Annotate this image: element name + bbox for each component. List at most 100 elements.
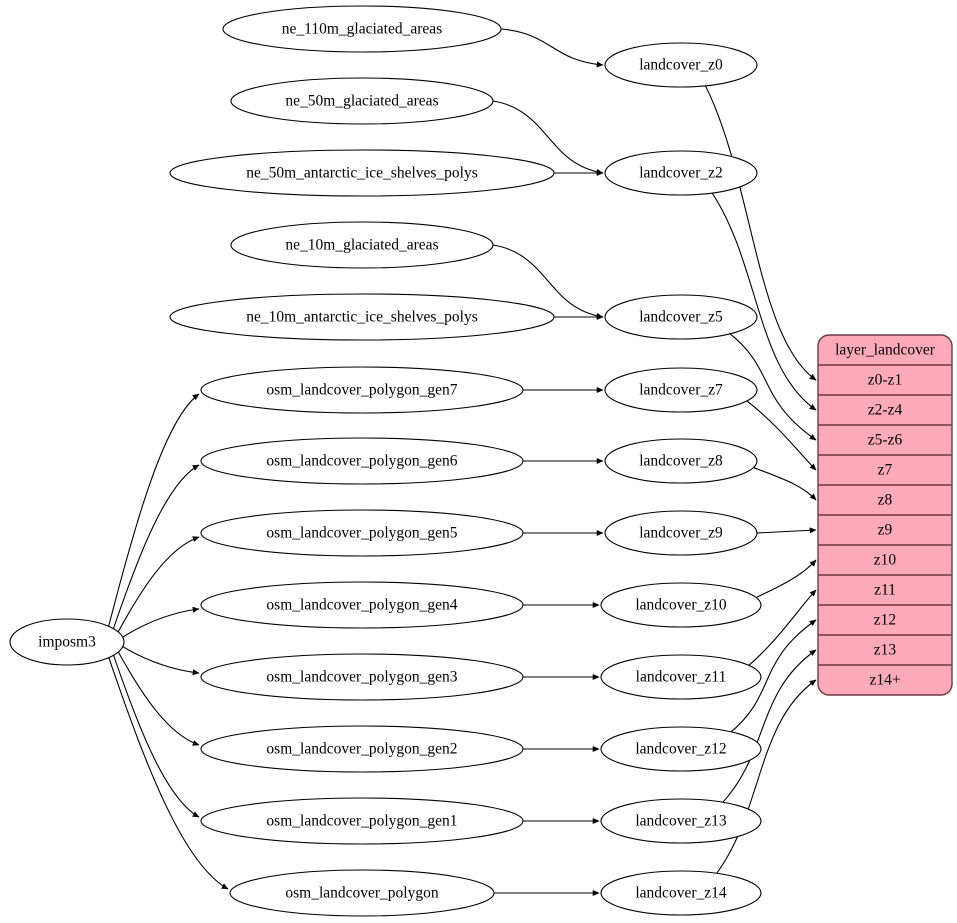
node-osm_landcover_polygon_gen1[interactable]: osm_landcover_polygon_gen1 (200, 797, 524, 845)
node-landcover_z9-label: landcover_z9 (639, 525, 723, 542)
layer-table-row-label: z2-z4 (868, 402, 903, 419)
node-landcover_z5-label: landcover_z5 (639, 309, 723, 326)
node-ne_10m_antarctic_ice_shelves_polys[interactable]: ne_10m_antarctic_ice_shelves_polys (169, 293, 555, 341)
edge-imposm3-to-osm_landcover_polygon_gen5 (116, 536, 200, 635)
node-landcover_z11-label: landcover_z11 (636, 669, 727, 686)
node-osm_landcover_polygon-label: osm_landcover_polygon (285, 885, 439, 902)
node-landcover_z14-label: landcover_z14 (635, 885, 726, 902)
edge-imposm3-to-osm_landcover_polygon_gen2 (116, 648, 200, 746)
node-osm_landcover_polygon_gen7-label: osm_landcover_polygon_gen7 (266, 382, 457, 399)
node-osm_landcover_polygon[interactable]: osm_landcover_polygon (229, 869, 495, 917)
edge-imposm3-to-osm_landcover_polygon_gen3 (118, 643, 200, 676)
node-landcover_z7-label: landcover_z7 (639, 382, 723, 399)
node-osm_landcover_polygon_gen3-label: osm_landcover_polygon_gen3 (266, 669, 457, 686)
layer-table-row-label: z7 (878, 462, 893, 479)
node-landcover_z8[interactable]: landcover_z8 (604, 438, 758, 484)
node-landcover_z13-shape (600, 798, 762, 844)
node-landcover_z5[interactable]: landcover_z5 (604, 294, 758, 340)
edge-imposm3-to-osm_landcover_polygon_gen7 (107, 393, 200, 629)
node-landcover_z2-label: landcover_z2 (639, 165, 723, 182)
edge-ne_10m_glaciated_areas-to-landcover_z5 (492, 244, 604, 319)
node-osm_landcover_polygon_gen4-shape (200, 581, 524, 629)
layer-table-row-label: z0-z1 (868, 372, 902, 389)
node-osm_landcover_polygon-shape (229, 869, 495, 917)
node-landcover_z0[interactable]: landcover_z0 (604, 42, 758, 88)
node-ne_110m_glaciated_areas[interactable]: ne_110m_glaciated_areas (222, 5, 502, 53)
edge-landcover_z11-to-layer_landcover.z11 (745, 589, 817, 669)
node-landcover_z0-shape (604, 42, 758, 88)
node-landcover_z0-label: landcover_z0 (639, 57, 723, 74)
node-osm_landcover_polygon_gen3-shape (200, 653, 524, 701)
edge-ne_50m_glaciated_areas-to-landcover_z2 (492, 100, 604, 175)
node-imposm3[interactable]: imposm3 (9, 618, 125, 666)
node-ne_10m_glaciated_areas-label: ne_10m_glaciated_areas (285, 237, 438, 254)
node-landcover_z14[interactable]: landcover_z14 (600, 870, 762, 916)
node-osm_landcover_polygon_gen6-label: osm_landcover_polygon_gen6 (266, 453, 457, 470)
layer-table-row-label: z13 (874, 642, 897, 659)
node-osm_landcover_polygon_gen2-label: osm_landcover_polygon_gen2 (266, 741, 457, 758)
node-landcover_z13[interactable]: landcover_z13 (600, 798, 762, 844)
node-landcover_z7[interactable]: landcover_z7 (604, 367, 758, 413)
layer-table-row-label: z11 (874, 582, 896, 599)
node-ne_50m_antarctic_ice_shelves_polys[interactable]: ne_50m_antarctic_ice_shelves_polys (169, 149, 555, 197)
edge-landcover_z5-to-layer_landcover.z5-z6 (727, 331, 817, 441)
node-ne_110m_glaciated_areas-label: ne_110m_glaciated_areas (282, 21, 442, 38)
edge-landcover_z12-to-layer_landcover.z12 (728, 619, 817, 735)
layer-table-row-label: z9 (878, 522, 893, 539)
node-landcover_z5-shape (604, 294, 758, 340)
node-osm_landcover_polygon_gen2-shape (200, 725, 524, 773)
node-ne_110m_glaciated_areas-shape (222, 5, 502, 53)
node-osm_landcover_polygon_gen1-label: osm_landcover_polygon_gen1 (266, 813, 457, 830)
node-ne_50m_glaciated_areas-label: ne_50m_glaciated_areas (285, 93, 438, 110)
node-osm_landcover_polygon_gen6[interactable]: osm_landcover_polygon_gen6 (200, 437, 524, 485)
node-landcover_z10-shape (600, 582, 762, 628)
edge-landcover_z10-to-layer_landcover.z10 (750, 559, 817, 601)
node-landcover_z12-shape (600, 726, 762, 772)
node-osm_landcover_polygon_gen6-shape (200, 437, 524, 485)
node-landcover_z2-shape (604, 150, 758, 196)
node-osm_landcover_polygon_gen4-label: osm_landcover_polygon_gen4 (266, 597, 457, 614)
node-ne_10m_glaciated_areas-shape (230, 221, 494, 269)
layer-table-row-label: z5-z6 (868, 432, 903, 449)
node-osm_landcover_polygon_gen7[interactable]: osm_landcover_polygon_gen7 (200, 366, 524, 414)
edge-landcover_z0-to-layer_landcover.z0-z1 (704, 84, 817, 381)
node-landcover_z8-label: landcover_z8 (639, 453, 723, 470)
node-landcover_z12[interactable]: landcover_z12 (600, 726, 762, 772)
node-osm_landcover_polygon_gen5-label: osm_landcover_polygon_gen5 (266, 525, 457, 542)
edge-landcover_z2-to-layer_landcover.z2-z4 (710, 191, 817, 411)
node-landcover_z2[interactable]: landcover_z2 (604, 150, 758, 196)
node-landcover_z11-shape (600, 654, 762, 700)
node-osm_landcover_polygon_gen2[interactable]: osm_landcover_polygon_gen2 (200, 725, 524, 773)
edge-landcover_z9-to-layer_landcover.z9 (756, 527, 817, 534)
node-osm_landcover_polygon_gen4[interactable]: osm_landcover_polygon_gen4 (200, 581, 524, 629)
edge-landcover_z7-to-layer_landcover.z7 (743, 398, 817, 471)
node-landcover_z10[interactable]: landcover_z10 (600, 582, 762, 628)
layer-table-row-label: z12 (874, 612, 896, 629)
edge-imposm3-to-osm_landcover_polygon_gen4 (118, 606, 200, 640)
node-ne_10m_glaciated_areas[interactable]: ne_10m_glaciated_areas (230, 221, 494, 269)
node-landcover_z7-shape (604, 367, 758, 413)
node-osm_landcover_polygon_gen5[interactable]: osm_landcover_polygon_gen5 (200, 509, 524, 557)
table-layer: layer_landcoverz0-z1z2-z4z5-z6z7z8z9z10z… (817, 334, 953, 696)
edge-imposm3-to-osm_landcover_polygon_gen6 (112, 464, 200, 632)
node-layer: imposm3 ne_110m_glaciated_areas ne_50m_gla… (9, 5, 762, 917)
node-ne_50m_antarctic_ice_shelves_polys-shape (169, 149, 555, 197)
node-ne_50m_antarctic_ice_shelves_polys-label: ne_50m_antarctic_ice_shelves_polys (246, 165, 478, 182)
node-ne_10m_antarctic_ice_shelves_polys-label: ne_10m_antarctic_ice_shelves_polys (246, 309, 478, 326)
layer-table-header-label: layer_landcover (835, 342, 936, 359)
node-ne_50m_glaciated_areas[interactable]: ne_50m_glaciated_areas (230, 77, 494, 125)
node-landcover_z9-shape (604, 510, 758, 556)
node-osm_landcover_polygon_gen1-shape (200, 797, 524, 845)
node-landcover_z11[interactable]: landcover_z11 (600, 654, 762, 700)
node-landcover_z8-shape (604, 438, 758, 484)
node-imposm3-shape (9, 618, 125, 666)
node-ne_10m_antarctic_ice_shelves_polys-shape (169, 293, 555, 341)
node-imposm3-label: imposm3 (38, 634, 96, 651)
node-osm_landcover_polygon_gen3[interactable]: osm_landcover_polygon_gen3 (200, 653, 524, 701)
node-landcover_z9[interactable]: landcover_z9 (604, 510, 758, 556)
layer-table-row-label: z14+ (869, 672, 900, 689)
edge-layer (107, 28, 817, 897)
edge-landcover_z8-to-layer_landcover.z8 (747, 464, 817, 501)
